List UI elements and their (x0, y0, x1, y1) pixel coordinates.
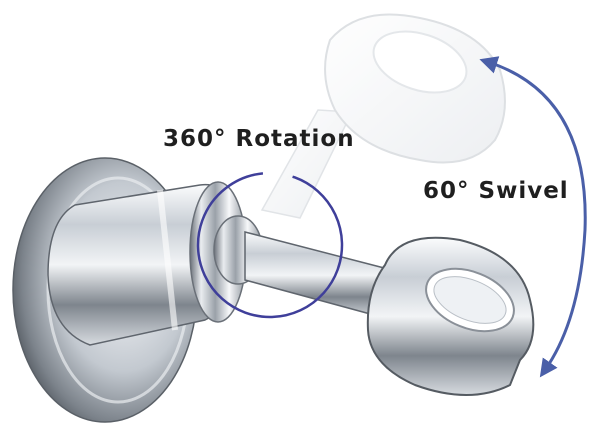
swivel-arrow-icon (479, 56, 587, 378)
rotation-label: 360° Rotation (163, 126, 355, 152)
ghost-holder-upper (260, 13, 506, 219)
swivel-label: 60° Swivel (423, 178, 569, 204)
holder-cup (366, 236, 535, 396)
rotation-arrow-icon (196, 171, 344, 319)
